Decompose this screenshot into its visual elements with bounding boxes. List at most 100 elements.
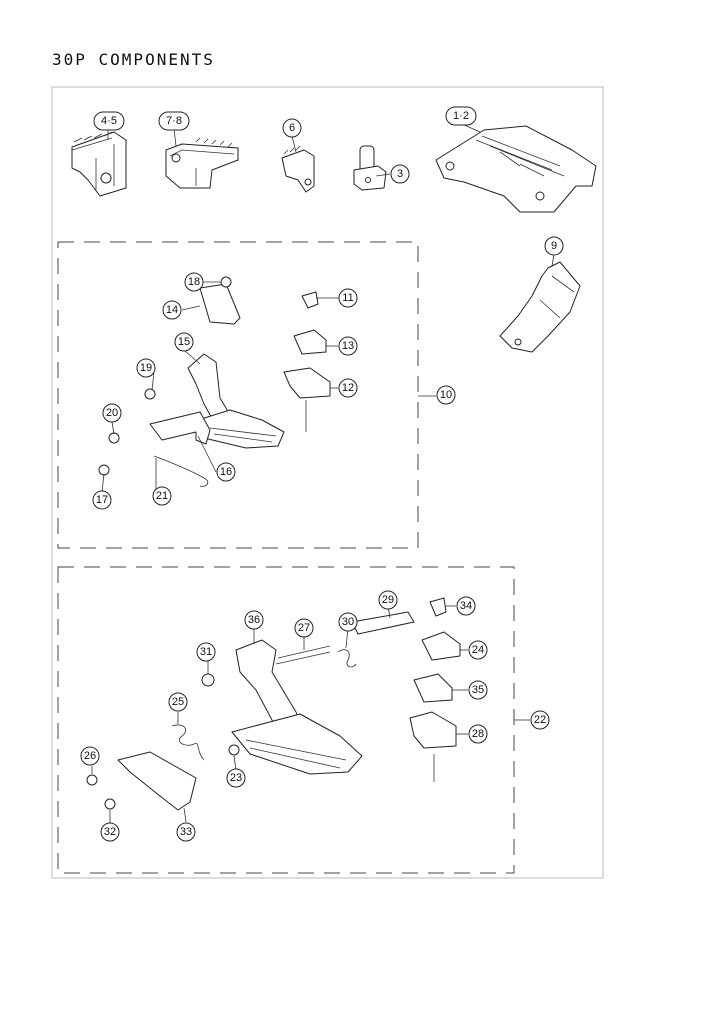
callout-17: 17 <box>92 490 112 510</box>
pin-part-29 <box>351 611 415 635</box>
lever-part-33 <box>117 751 197 811</box>
callout-label: 35 <box>472 684 484 696</box>
cover-part-35 <box>413 673 453 703</box>
page-title: 30P COMPONENTS <box>52 50 215 69</box>
guide-part-12 <box>283 367 331 399</box>
callout-label: 6 <box>289 122 295 134</box>
callout-label: 32 <box>104 826 116 838</box>
group-box-cording-foot <box>57 566 515 874</box>
callout-label: 34 <box>460 600 472 612</box>
callout-label: 9 <box>551 240 557 252</box>
callout-label: 15 <box>178 336 190 348</box>
diagram-frame <box>51 86 604 879</box>
callout-24: 24 <box>468 640 488 660</box>
guide-part-28 <box>409 711 457 749</box>
callout-label: 3 <box>397 168 403 180</box>
presser-foot-assembly-10 <box>98 276 331 487</box>
callout-19: 19 <box>136 358 156 378</box>
group-box-presser-foot <box>57 241 419 549</box>
callout-label: 23 <box>230 772 242 784</box>
callout-20: 20 <box>102 403 122 423</box>
callout-label: 11 <box>342 292 353 304</box>
callout-label: 1·2 <box>453 110 469 122</box>
cording-foot-assembly-22 <box>86 597 461 811</box>
screw-part-32 <box>104 798 116 810</box>
callout-23: 23 <box>226 768 246 788</box>
callout-label: 36 <box>248 614 260 626</box>
callout-label: 30 <box>342 616 354 628</box>
feed-dog-part-4-5 <box>71 131 127 197</box>
screw-part-20 <box>108 432 120 444</box>
callout-34: 34 <box>456 596 476 616</box>
bracket-part-24 <box>421 631 461 661</box>
callout-label: 21 <box>156 490 168 502</box>
callout-9: 9 <box>544 236 564 256</box>
callout-28: 28 <box>468 724 488 744</box>
callout-36: 36 <box>244 610 264 630</box>
callout-label: 14 <box>166 304 178 316</box>
callout-33: 33 <box>176 822 196 842</box>
needle-plate-part-1-2 <box>435 125 597 213</box>
callout-14: 14 <box>162 300 182 320</box>
callout-label: 25 <box>172 696 184 708</box>
callout-4-5: 4·5 <box>93 111 125 131</box>
feed-dog-part-6 <box>281 145 315 193</box>
callout-29: 29 <box>378 590 398 610</box>
bracket-part-9 <box>499 261 581 353</box>
screw-part-31 <box>201 673 215 687</box>
spring-part-25 <box>171 724 205 761</box>
callout-label: 12 <box>342 382 354 394</box>
screw-part-18 <box>220 276 232 288</box>
presser-foot-body-22 <box>231 713 363 775</box>
needle-clamp-part-3 <box>353 145 387 191</box>
callout-30: 30 <box>338 612 358 632</box>
callout-6: 6 <box>282 118 302 138</box>
callout-label: 29 <box>382 594 394 606</box>
callout-label: 13 <box>342 340 354 352</box>
nut-part-23 <box>228 744 240 756</box>
callout-21: 21 <box>152 486 172 506</box>
bracket-part-13 <box>293 329 327 355</box>
callout-35: 35 <box>468 680 488 700</box>
callout-15: 15 <box>174 332 194 352</box>
callout-18: 18 <box>184 272 204 292</box>
callout-label: 7·8 <box>166 115 182 127</box>
callout-12: 12 <box>338 378 358 398</box>
callout-3: 3 <box>390 164 410 184</box>
callout-label: 10 <box>440 389 452 401</box>
callout-10: 10 <box>436 385 456 405</box>
callout-1-2: 1·2 <box>445 106 477 126</box>
spring-part-21 <box>153 455 209 487</box>
callout-31: 31 <box>196 642 216 662</box>
callout-label: 4·5 <box>101 115 117 127</box>
screw-part-34 <box>429 597 447 617</box>
screw-part-11 <box>301 291 319 309</box>
callout-label: 18 <box>188 276 200 288</box>
callout-label: 19 <box>140 362 152 374</box>
rod-part-27 <box>275 645 331 665</box>
callout-label: 26 <box>84 750 96 762</box>
callout-26: 26 <box>80 746 100 766</box>
callout-7-8: 7·8 <box>158 111 190 131</box>
callout-16: 16 <box>216 462 236 482</box>
callout-32: 32 <box>100 822 120 842</box>
leader-lines <box>91 123 555 824</box>
spring-plate-part-16 <box>149 411 211 445</box>
feed-dog-part-7-8 <box>165 137 239 189</box>
spring-part-30 <box>337 649 357 668</box>
callout-label: 27 <box>298 622 310 634</box>
callout-label: 28 <box>472 728 484 740</box>
callout-22: 22 <box>530 710 550 730</box>
screw-part-17 <box>98 464 110 476</box>
callout-label: 22 <box>534 714 546 726</box>
callout-25: 25 <box>168 692 188 712</box>
callout-label: 33 <box>180 826 192 838</box>
presser-foot-body <box>197 409 285 449</box>
callout-label: 20 <box>106 407 118 419</box>
plate-part-14 <box>199 283 241 325</box>
callout-label: 16 <box>220 466 232 478</box>
callout-11: 11 <box>338 288 358 308</box>
screw-part-19 <box>144 388 156 400</box>
callout-label: 31 <box>200 646 212 658</box>
